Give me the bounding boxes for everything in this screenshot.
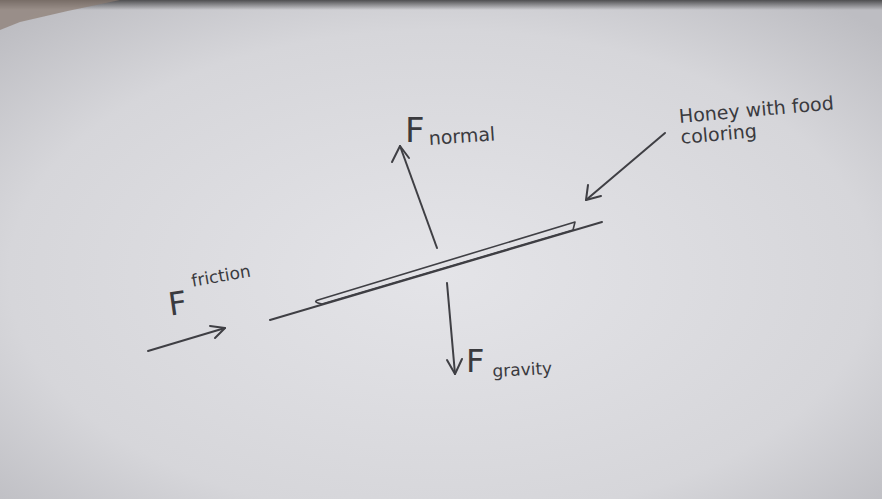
normal-force-arrow [400,146,437,248]
honey-layer [316,222,575,304]
force-subscript: normal [428,123,496,148]
force-symbol: F [405,112,425,149]
force-symbol: F [166,285,189,322]
callout-note: Honey with food coloring [678,90,859,147]
force-subscript: gravity [492,359,553,381]
friction-force-arrow [148,328,225,351]
honey-leader-arrowhead [586,185,601,200]
force-symbol: F [466,344,484,379]
inclined-plane [270,222,602,320]
gravity-force-arrowhead [447,359,462,374]
paper-edge-shadow [0,0,882,10]
force-subscript: friction [190,262,252,291]
finger-shadow [0,0,120,30]
friction-force-arrowhead [210,326,225,338]
honey-leader-arrow [586,133,665,200]
